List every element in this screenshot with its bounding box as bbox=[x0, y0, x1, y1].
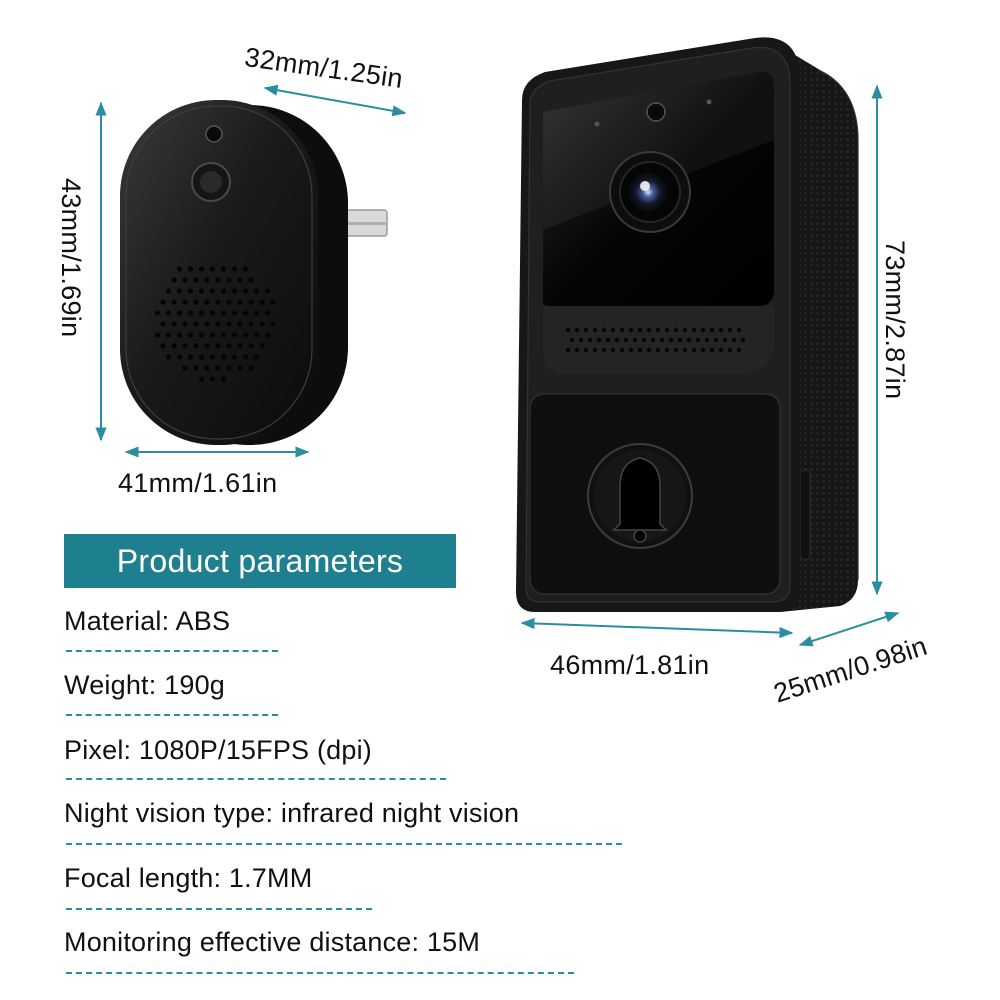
param-night-vision: Night vision type: infrared night vision bbox=[64, 798, 520, 828]
param-divider bbox=[66, 972, 574, 974]
param-divider bbox=[66, 650, 278, 652]
chime-device bbox=[120, 100, 388, 445]
param-monitoring-distance: Monitoring effective distance: 15M bbox=[64, 927, 481, 957]
doorbell-width-label: 46mm/1.81in bbox=[550, 650, 710, 680]
chime-width-label: 41mm/1.61in bbox=[118, 468, 278, 498]
param-divider bbox=[66, 778, 446, 780]
param-divider bbox=[66, 843, 622, 845]
doorbell-device bbox=[516, 37, 859, 613]
param-divider bbox=[66, 714, 278, 716]
bell-icon bbox=[612, 457, 668, 543]
param-focal-length: Focal length: 1.7MM bbox=[64, 863, 313, 893]
product-parameters-banner: Product parameters bbox=[64, 534, 456, 588]
camera-lens-icon bbox=[628, 172, 668, 212]
param-weight: Weight: 190g bbox=[64, 670, 226, 700]
speaker-grille-icon bbox=[154, 266, 276, 382]
doorbell-height-label: 73mm/2.87in bbox=[880, 240, 910, 400]
speaker-slots bbox=[565, 327, 746, 353]
chime-height-label: 43mm/1.69in bbox=[56, 178, 86, 338]
param-material: Material: ABS bbox=[64, 606, 231, 636]
param-pixel: Pixel: 1080P/15FPS (dpi) bbox=[64, 735, 372, 765]
param-divider bbox=[66, 908, 372, 910]
